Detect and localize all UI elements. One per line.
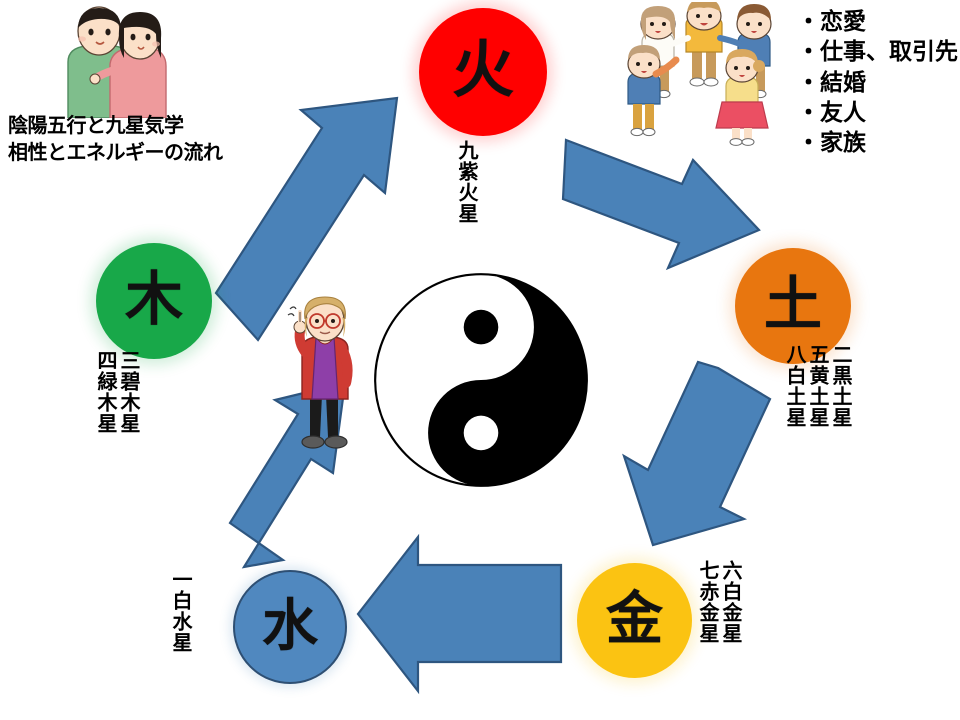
couple-illustration: [52, 6, 170, 118]
yin-yang-symbol: [373, 272, 589, 488]
page-title-line1: 陰陽五行と九星気学: [8, 115, 184, 137]
star-label: 九紫火星: [455, 140, 479, 224]
star-label: 七赤金星: [696, 560, 720, 644]
element-circle-wood[interactable]: 木: [96, 243, 212, 359]
star-label: 六白金星: [719, 560, 743, 644]
star-label: 四緑木星: [94, 350, 118, 434]
star-label: 一白水星: [169, 569, 193, 653]
arrow-earth-to-metal: [622, 360, 772, 547]
element-glyph-metal: 金: [606, 587, 663, 651]
star-label: 五黄土星: [806, 344, 830, 428]
star-label: 二黒土星: [829, 344, 853, 428]
element-circle-metal[interactable]: 金: [577, 563, 692, 678]
element-circle-water[interactable]: 水: [233, 570, 347, 684]
star-label: 三碧木星: [117, 350, 141, 434]
element-glyph-fire: 火: [451, 36, 514, 105]
bullet-item: ・友人: [797, 99, 866, 126]
star-label: 八白土星: [783, 344, 807, 428]
page-title-line2: 相性とエネルギーの流れ: [8, 142, 223, 164]
arrow-metal-to-water: [356, 533, 563, 695]
star-labels-earth: 二黒土星 五黄土星 八白土星: [783, 344, 853, 428]
presenter-woman-illustration: [280, 295, 368, 460]
element-circle-earth[interactable]: 土: [735, 248, 851, 364]
star-labels-water: 一白水星: [169, 569, 193, 653]
element-glyph-earth: 土: [763, 272, 822, 337]
bullet-item: ・家族: [797, 129, 866, 156]
element-glyph-water: 水: [262, 594, 318, 657]
star-labels-metal: 六白金星 七赤金星: [696, 560, 743, 644]
element-circle-fire[interactable]: 火: [419, 8, 547, 136]
star-labels-fire: 九紫火星: [455, 140, 479, 224]
topics-bullet-list: ・恋愛 ・仕事、取引先 ・結婚 ・友人 ・家族: [797, 6, 958, 158]
bullet-item: ・結婚: [797, 68, 866, 95]
bullet-item: ・恋愛: [797, 8, 866, 34]
element-glyph-wood: 木: [124, 267, 183, 332]
page-title: 陰陽五行と九星気学 相性とエネルギーの流れ: [8, 113, 223, 167]
bullet-item: ・仕事、取引先: [797, 38, 958, 65]
family-circle-illustration: [620, 2, 796, 147]
arrow-fire-to-earth: [561, 138, 761, 271]
star-labels-wood: 三碧木星 四緑木星: [94, 350, 141, 434]
